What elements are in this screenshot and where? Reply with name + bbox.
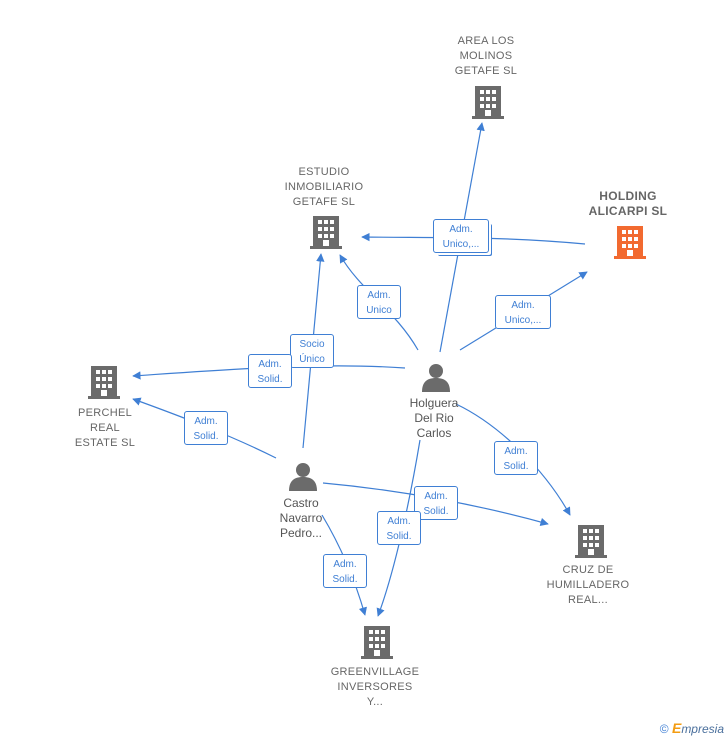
building-icon[interactable]: [575, 525, 607, 558]
building-icon[interactable]: [614, 226, 646, 259]
edge-label-adm-unico-area: Adm. Unico,...: [433, 219, 489, 253]
edge-label-adm-solid-green-1: Adm. Solid.: [377, 511, 421, 545]
node-label-holding-alicarpi[interactable]: HOLDING ALICARPI SL: [588, 189, 668, 218]
copyright-footer[interactable]: © Empresia: [660, 720, 724, 736]
building-icon[interactable]: [88, 366, 120, 399]
node-label-perchel-real-estate[interactable]: PERCHEL REAL ESTATE SL: [74, 407, 136, 449]
person-label-castro[interactable]: Castro Navarro Pedro...: [279, 496, 323, 540]
edge-label-adm-solid-perchel-1: Adm. Solid.: [248, 354, 292, 388]
empresia-logo-text: mpresia: [681, 722, 724, 736]
edge-label-adm-unico-holding: Adm. Unico,...: [495, 295, 551, 329]
edge-label-adm-solid-green-2: Adm. Solid.: [323, 554, 367, 588]
node-label-estudio-inmobiliario[interactable]: ESTUDIO INMOBILIARIO GETAFE SL: [284, 166, 364, 208]
edge-label-socio-unico: Socio Único: [290, 334, 334, 368]
node-label-cruz-de-humilladero[interactable]: CRUZ DE HUMILLADERO REAL...: [546, 564, 630, 606]
edge-label-adm-solid-cruz-1: Adm. Solid.: [494, 441, 538, 475]
building-icon[interactable]: [361, 626, 393, 659]
person-icon[interactable]: [422, 364, 450, 392]
edge-label-adm-solid-cruz-2: Adm. Solid.: [414, 486, 458, 520]
edge-label-adm-unico-estudio: Adm. Unico: [357, 285, 401, 319]
person-icon[interactable]: [289, 463, 317, 491]
empresia-logo-letter: E: [671, 720, 682, 736]
building-icon[interactable]: [310, 216, 342, 249]
edge-label-adm-solid-perchel-2: Adm. Solid.: [184, 411, 228, 445]
copyright-icon: ©: [659, 722, 669, 736]
node-label-greenvillage[interactable]: GREENVILLAGE INVERSORES Y...: [330, 666, 420, 708]
person-label-holguera[interactable]: Holguera Del Rio Carlos: [409, 396, 459, 440]
node-label-area-los-molinos[interactable]: AREA LOS MOLINOS GETAFE SL: [454, 35, 518, 77]
building-icon[interactable]: [472, 86, 504, 119]
